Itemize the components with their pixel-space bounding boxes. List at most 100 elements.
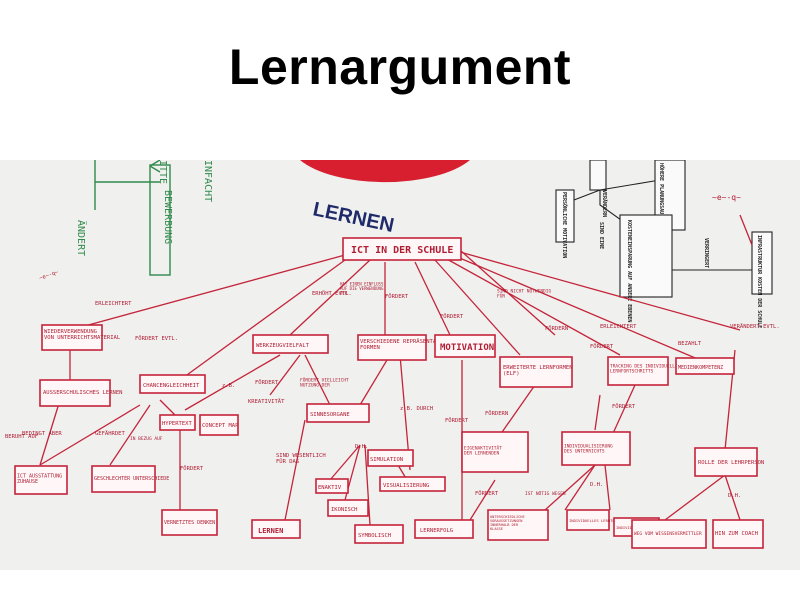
node-coach-box xyxy=(712,519,764,549)
red-circle-shape xyxy=(300,160,470,183)
edges xyxy=(39,249,741,526)
node-chancengleichheit-box xyxy=(139,374,206,394)
lbl-erleichtert2: ERLEICHTERT xyxy=(600,324,637,330)
lernen-banner: LERNEN xyxy=(300,160,470,237)
node-lernen-box xyxy=(251,519,301,539)
node-ict-ausstattung-box xyxy=(14,465,68,495)
node-wissensvermittler-box xyxy=(631,519,707,549)
node-wiederverwendung-box xyxy=(41,324,103,351)
black-node-1-text: PERSÖNLICHE MOTIVATION xyxy=(561,192,568,258)
node-unterschiedliche-box xyxy=(487,509,549,541)
green-note-d: ITTE xyxy=(157,160,168,184)
node-lerntempo-box xyxy=(566,509,610,531)
node-werkzeugvielfalt: WERKZEUGVIELFALT xyxy=(256,343,310,349)
node-lernerfolg: LERNERFOLG xyxy=(420,528,453,534)
black-node-1 xyxy=(555,189,575,243)
black-label-verringert: VERRINGERT xyxy=(703,238,709,268)
lbl-foerdert-evtl: FÖRDERT EVTL. xyxy=(135,335,178,342)
black-node-5 xyxy=(751,231,773,295)
black-lines xyxy=(573,179,666,231)
lbl-dh3: D.H. xyxy=(728,493,741,499)
green-box xyxy=(149,164,171,276)
node-concept-map: CONCEPT MAP xyxy=(202,423,239,429)
node-tracking-box xyxy=(607,356,669,386)
lbl-erleichtert1: ERLEICHTERT xyxy=(95,301,132,307)
node-eigenaktivitaet-box xyxy=(461,431,529,473)
doodle-red: ~e~-q~ xyxy=(39,269,60,282)
lbl-in-bezug: IN BEZUG AUF xyxy=(130,436,163,442)
node-vernetztes-box xyxy=(161,509,218,536)
node-repraesentationsformen-box xyxy=(357,334,427,361)
black-node-top xyxy=(589,160,607,191)
black-node-5-text: INFRASTRUKTUR KOSTEN DER SCHULE xyxy=(756,235,762,328)
lbl-foerdert7: FÖRDERT xyxy=(475,490,499,497)
lbl-foerdern2: FÖRDERN xyxy=(485,410,508,417)
lbl-ist-noetig: IST NÖTIG WEGEN xyxy=(525,490,566,497)
node-geschlechter-box xyxy=(91,465,156,493)
node-root-box xyxy=(342,237,462,261)
node-chancengleichheit: CHANCENGLEICHHEIT xyxy=(143,383,200,389)
black-node-4 xyxy=(619,214,673,298)
black-notes: PERSÖNLICHE MOTIVATION VERÄNDERN HÖHERE … xyxy=(555,160,773,328)
node-erweiterte-box xyxy=(499,356,573,388)
green-note-b: INFACHT xyxy=(202,160,213,202)
edge-labels: ERLEICHTERT FÖRDERT EVTL. ERHÖHT EVTL. H… xyxy=(5,282,780,499)
lbl-zb1: z.B. xyxy=(222,383,235,389)
lbl-erhoeht: ERHÖHT EVTL. xyxy=(312,290,352,297)
whiteboard-concept-map: LERNEN ÄNDERT INFACHT BEWERBUNG ITTE ~e~… xyxy=(0,160,800,570)
node-ausserschulisches: AUSSERSCHULISCHES LERNEN xyxy=(43,390,122,396)
green-notes: ÄNDERT INFACHT BEWERBUNG ITTE ~e~-q~ xyxy=(39,160,213,282)
node-rolle: ROLLE DER LEHRPERSON xyxy=(698,460,764,466)
node-concept-map-box xyxy=(199,414,239,436)
page-title: Lernargument xyxy=(228,39,572,95)
node-simulation-box xyxy=(367,449,414,467)
doodle-right: ~e~-q~ xyxy=(712,193,741,202)
node-root: ICT IN DER SCHULE xyxy=(351,245,453,256)
node-symbolisch-box xyxy=(354,524,404,544)
node-visualisierung-box xyxy=(379,476,446,492)
green-arrow xyxy=(94,160,161,210)
node-simulation: SIMULATION xyxy=(370,457,403,463)
banner-text: LERNEN xyxy=(311,198,396,237)
node-individualisierung-box xyxy=(561,431,631,466)
lbl-beruht: BERUHT AUF xyxy=(5,434,38,440)
lbl-foerdert8: FÖRDERT xyxy=(180,465,204,472)
node-lernerfolg-box xyxy=(414,519,474,539)
node-wissensvermittler: WEG VOM WISSENSVERMITTLER xyxy=(634,531,702,537)
node-erweiterte: ERWEITERTE LERNFORMEN(ELF) xyxy=(503,365,573,377)
lbl-foerdert3: FÖRDERT xyxy=(590,343,614,350)
node-medienkompetenz: MEDIENKOMPETENZ xyxy=(678,365,723,371)
node-sinnesorgane-box xyxy=(306,403,370,423)
node-symbolisch: SYMBOLISCH xyxy=(358,533,391,539)
lbl-zb2: z.B. DURCH xyxy=(400,406,433,412)
black-node-3-text: HÖHERE PLANUNGSAUFWAND xyxy=(658,163,665,229)
node-coach: HIN ZUM COACH xyxy=(715,531,758,537)
concept-map-canvas: LERNEN ÄNDERT INFACHT BEWERBUNG ITTE ~e~… xyxy=(5,160,780,549)
doodle-arrow xyxy=(739,214,753,246)
node-visualisierung: VISUALISIERUNG xyxy=(383,483,429,489)
lbl-veraendert: VERÄNDERT EVTL. xyxy=(730,323,780,330)
lbl-foerdert4: FÖRDERT xyxy=(255,379,279,386)
lbl-foerdert2: FÖRDERT xyxy=(440,313,464,320)
green-note-a: ÄNDERT xyxy=(75,220,88,256)
node-geschlechter: GESCHLECHTER UNTERSCHIEDE xyxy=(94,476,169,482)
lbl-bezahlt: BEZAHLT xyxy=(678,341,702,347)
node-werkzeugvielfalt-box xyxy=(252,334,329,354)
node-rolle-box xyxy=(694,447,758,477)
node-motivation-box xyxy=(434,334,496,358)
node-enaktiv-box xyxy=(315,478,349,494)
node-ikonisch-box xyxy=(327,499,369,517)
green-note-c: BEWERBUNG xyxy=(162,190,173,244)
node-motivation: MOTIVATION xyxy=(440,343,494,353)
node-medienkompetenz-box xyxy=(675,357,735,375)
node-sinnesorgane: SINNESORGANE xyxy=(310,412,350,418)
node-lernen: LERNEN xyxy=(258,527,283,535)
node-vernetztes: VERNETZTES DENKEN xyxy=(164,520,215,526)
node-ausserschulisches-box xyxy=(39,379,111,407)
